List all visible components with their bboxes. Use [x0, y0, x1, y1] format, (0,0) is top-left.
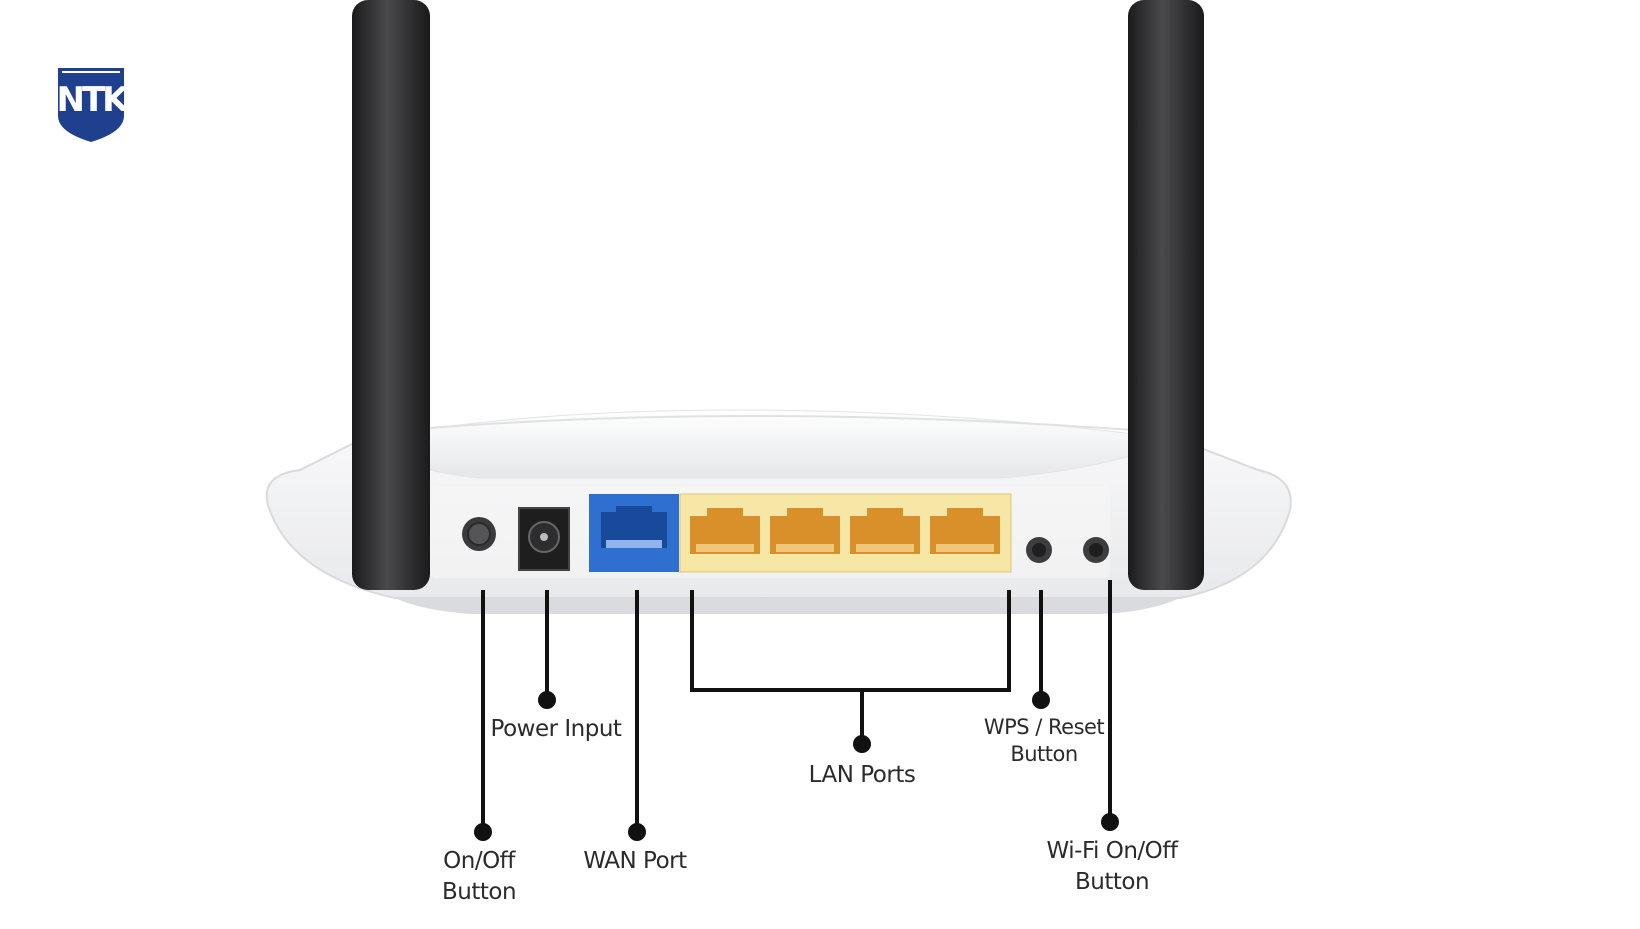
label-onoff-button: On/Off Button: [441, 846, 517, 908]
label-text-line1: Wi-Fi On/Off: [1046, 838, 1178, 864]
callout-dots: [474, 691, 1119, 841]
label-wps-reset: WPS / Reset Button: [983, 714, 1105, 768]
label-text-line2: Button: [1010, 742, 1078, 766]
power-button-icon[interactable]: [462, 517, 496, 551]
label-text: LAN Ports: [808, 762, 916, 788]
wifi-onoff-button[interactable]: [1083, 537, 1109, 563]
callout-lines: [481, 580, 1112, 832]
left-antenna: [352, 0, 430, 590]
dc-jack-icon: [518, 507, 570, 571]
label-text-line1: WPS / Reset: [983, 715, 1105, 739]
ethernet-port-icon: [601, 506, 667, 548]
label-power-input: Power Input: [491, 714, 622, 745]
label-text-line2: Button: [441, 879, 517, 905]
label-text-line1: On/Off: [443, 848, 515, 874]
label-text: Power Input: [490, 716, 622, 742]
lan-port-1: [690, 508, 760, 554]
lan-port-2: [770, 508, 840, 554]
lan-port-3: [850, 508, 920, 554]
label-text: WAN Port: [583, 848, 687, 874]
shield-icon: [58, 68, 124, 142]
label-lan-ports: LAN Ports: [809, 760, 916, 791]
lan-ports: [679, 493, 1012, 573]
label-wifi-onoff: Wi-Fi On/Off Button: [1047, 836, 1178, 898]
ntk-logo: NTK: [56, 66, 129, 144]
wan-port: [589, 494, 679, 572]
label-text-line2: Button: [1074, 869, 1150, 895]
logo-text: NTK: [56, 80, 129, 120]
lan-port-4: [930, 508, 1000, 554]
right-antenna: [1128, 0, 1204, 590]
label-wan-port: WAN Port: [583, 846, 687, 877]
wps-reset-button[interactable]: [1026, 537, 1052, 563]
